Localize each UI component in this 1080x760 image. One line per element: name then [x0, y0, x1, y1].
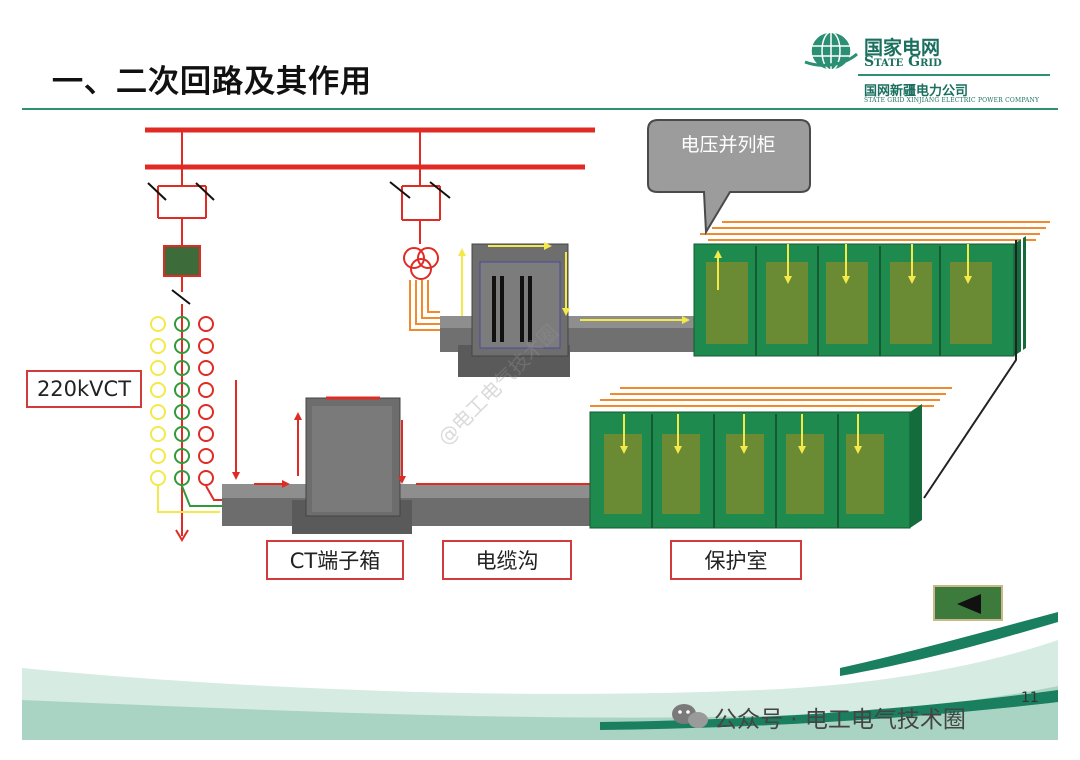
logo-subsidiary-en: STATE GRID XINJIANG ELECTRIC POWER COMPA…	[864, 97, 1040, 104]
protection-room-label: 保护室	[670, 540, 802, 580]
inter-cabinet-cable	[923, 238, 1023, 501]
ct-label: 220kVCT	[26, 370, 142, 408]
slide-title: 一、二次回路及其作用	[52, 64, 372, 100]
busbars	[145, 127, 595, 170]
voltage-cabinet-callout	[647, 119, 811, 236]
state-grid-globe-icon	[804, 31, 858, 71]
voltage-cabinet-label: 电压并列柜	[680, 134, 776, 156]
footer-watermark: 公众号 · 电工电气技术圈	[714, 707, 966, 733]
logo-name-cn: 国家电网	[864, 37, 941, 59]
cable-trench-label: 电缆沟	[442, 540, 572, 580]
back-button[interactable]	[933, 585, 1003, 621]
upper-cabinet-row	[693, 221, 1050, 357]
footer-wave	[22, 612, 1058, 740]
lower-cabinet-row	[589, 387, 952, 529]
logo-subsidiary-cn: 国网新疆电力公司	[864, 84, 969, 99]
upper-cable-trench	[440, 242, 700, 377]
ct-feeder	[147, 130, 240, 542]
logo-divider	[858, 74, 1050, 76]
title-underline	[22, 108, 1058, 110]
pt-feeder	[389, 130, 451, 331]
wechat-icon	[672, 704, 708, 728]
back-arrow-icon	[957, 594, 981, 614]
lower-cable-trench	[222, 396, 882, 534]
page-number: 11	[1021, 690, 1039, 706]
logo-name-en: State Grid	[864, 54, 942, 70]
ct-terminal-box-label: CT端子箱	[266, 540, 404, 580]
